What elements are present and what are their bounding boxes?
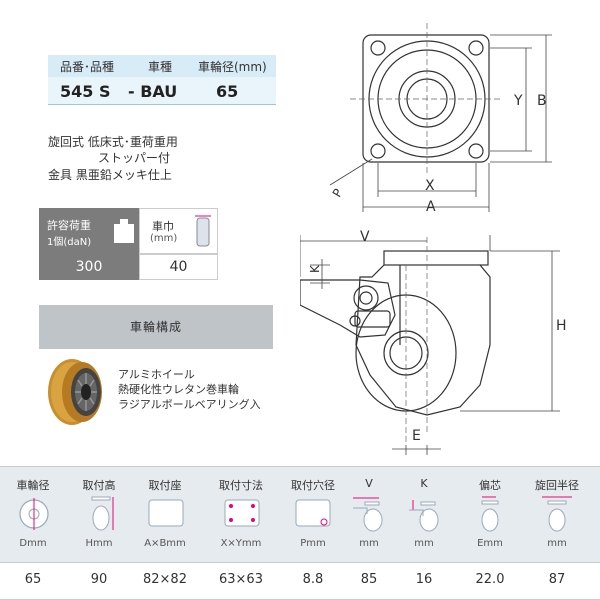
wheel-width-header: 車巾 (mm): [139, 208, 218, 254]
spec-table: 車輪径 取付高 取付座 取付寸法 取付穴径 V K 偏芯 旋回半径: [0, 466, 600, 600]
wheel-composition-header: 車輪構成: [39, 305, 273, 349]
wheel-width-value: 40: [139, 254, 218, 280]
width-label-1: 車巾: [152, 220, 174, 233]
spec-line-1: 旋回式 低床式･重荷重用: [48, 135, 178, 149]
mount-hole: [370, 40, 386, 56]
mount-hole: [370, 143, 386, 159]
width-label-2: (mm): [150, 233, 178, 244]
col-head-height: 取付高: [82, 479, 116, 492]
mount-plate-outline: [362, 34, 490, 163]
technical-drawing: [300, 23, 560, 455]
col-head-v: V: [365, 477, 373, 490]
label-h: H: [556, 318, 567, 334]
col-unit-k: mm: [414, 538, 434, 549]
load-capacity-value: 300: [39, 254, 139, 280]
header-col-part: 品番･品種: [60, 59, 115, 74]
col-head-holes: 取付寸法: [219, 479, 263, 492]
col-value-plate: 82×82: [143, 572, 187, 587]
spec-table-value-row: [0, 562, 600, 600]
col-head-plate: 取付座: [148, 479, 182, 492]
col-value-k: 16: [415, 572, 433, 587]
header-values: 545 S - BAU 65: [48, 77, 276, 105]
label-y: Y: [514, 93, 523, 109]
col-value-diameter: 65: [24, 572, 42, 587]
col-value-height: 90: [90, 572, 108, 587]
col-head-swivel: 旋回半径: [535, 479, 579, 492]
header-labels: 品番･品種 車種 車輪径(mm): [48, 55, 276, 77]
caster-type: - BAU: [128, 82, 178, 101]
col-unit-holes: X×Ymm: [220, 538, 262, 549]
spec-line-2: ストッパー付: [98, 151, 171, 165]
label-x: X: [425, 178, 435, 194]
col-head-offset: 偏芯: [479, 479, 501, 492]
product-header: 品番･品種 車種 車輪径(mm) 545 S - BAU 65: [48, 55, 276, 105]
wheel-description: アルミホイール 熱硬化性ウレタン巻車輪 ラジアルボールベアリング入: [118, 367, 261, 412]
mount-hole: [468, 40, 484, 56]
col-unit-v: mm: [359, 538, 379, 549]
col-unit-hole-dia: Pmm: [300, 538, 326, 549]
mount-plate-icon: [148, 499, 184, 527]
wheel-desc-3: ラジアルボールベアリング入: [118, 398, 261, 411]
col-unit-height: Hmm: [85, 538, 113, 549]
wheel-desc-1: アルミホイール: [118, 368, 195, 381]
load-label-1: 許容荷重: [47, 219, 91, 232]
col-unit-plate: A×Bmm: [144, 538, 186, 549]
header-col-diameter: 車輪径(mm): [198, 59, 267, 74]
stopper-k-icon: [409, 500, 439, 532]
part-number: 545 S: [60, 82, 111, 101]
wheel-photo-icon: [48, 359, 102, 425]
col-value-swivel: 87: [548, 572, 566, 587]
col-head-diameter: 車輪径: [16, 479, 50, 492]
label-e: E: [412, 428, 421, 444]
wheel-width-icon: [195, 215, 211, 247]
stopper-lever: [300, 279, 396, 338]
col-unit-diameter: Dmm: [19, 538, 47, 549]
col-head-k: K: [420, 477, 428, 490]
swivel-radius-icon: [542, 496, 572, 532]
label-k: K: [307, 265, 322, 273]
wheel-desc-2: 熱硬化性ウレタン巻車輪: [118, 383, 239, 396]
offset-icon: [481, 496, 499, 532]
col-value-v: 85: [360, 572, 378, 587]
mount-holes-icon: [224, 499, 260, 527]
load-capacity-header: 許容荷重 1個(daN): [39, 208, 139, 254]
col-value-offset: 22.0: [475, 572, 505, 587]
hole-diameter-icon: [295, 499, 331, 527]
label-a: A: [426, 199, 436, 215]
side-mount-plate: [383, 250, 489, 266]
wheel-diameter-icon: [19, 498, 49, 530]
wheel-diameter: 65: [216, 82, 239, 101]
col-unit-offset: Emm: [477, 538, 503, 549]
stopper-v-icon: [353, 497, 383, 532]
load-label-2: 1個(daN): [47, 237, 92, 248]
mount-hole: [468, 143, 484, 159]
col-value-hole-dia: 8.8: [302, 572, 324, 587]
col-value-holes: 63×63: [219, 572, 263, 587]
label-v: V: [360, 229, 370, 245]
spec-line-3: 金具 黒亜鉛メッキ仕上: [48, 168, 172, 182]
label-b: B: [537, 93, 547, 109]
weight-icon: [114, 219, 134, 243]
header-col-type: 車種: [148, 59, 173, 74]
col-unit-swivel: mm: [547, 538, 567, 549]
col-head-hole-dia: 取付穴径: [291, 479, 335, 492]
mount-height-icon: [91, 496, 114, 531]
